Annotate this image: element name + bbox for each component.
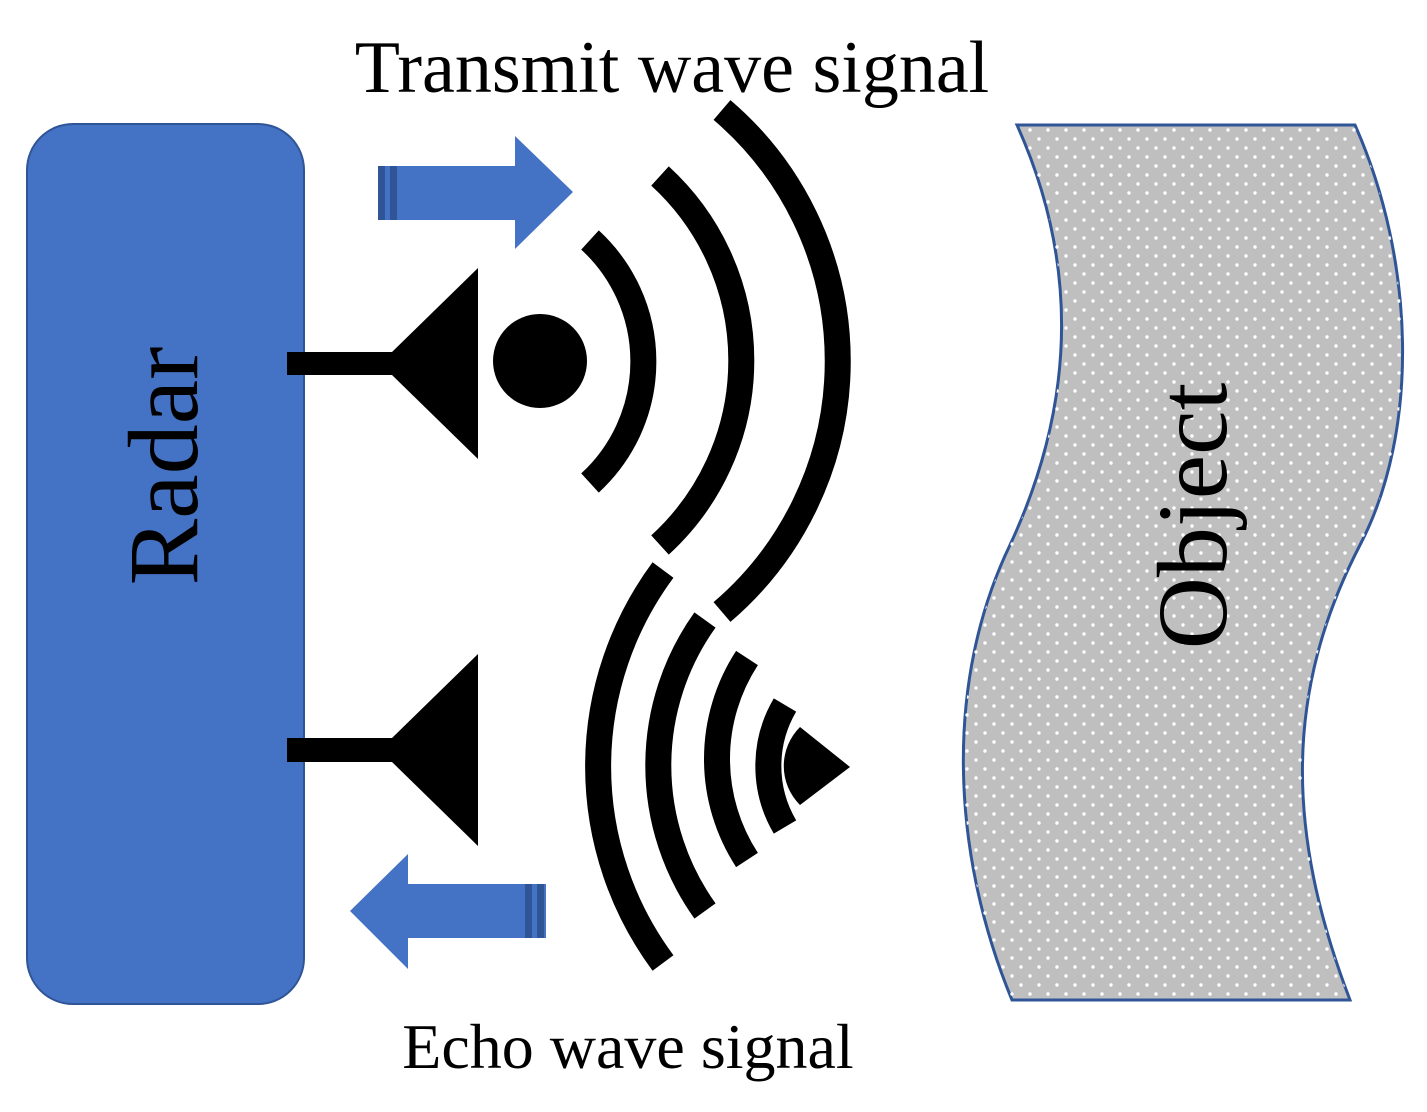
echo-wave-arc-3	[645, 612, 716, 919]
transmit-wave-label: Transmit wave signal	[355, 27, 989, 109]
echo-wave-arc-1	[755, 698, 797, 834]
receive-antenna-icon	[287, 654, 478, 846]
object-shape: Object	[961, 123, 1404, 1002]
object-label: Object	[1137, 383, 1248, 650]
transmit-wave-arc-1	[581, 230, 657, 493]
right-arrow-icon	[378, 136, 573, 249]
transmit-wave-arc-3	[713, 100, 851, 622]
transmit-waves	[493, 100, 851, 622]
echo-wave-arc-2	[704, 650, 758, 868]
left-arrow-icon	[350, 854, 546, 969]
radar-box: Radar	[26, 123, 305, 1005]
echo-waves	[585, 562, 850, 971]
echo-wave-arc-4	[585, 562, 674, 971]
transmit-wave-arc-2	[651, 166, 755, 555]
echo-wave-label: Echo wave signal	[402, 1011, 853, 1082]
radar-label: Radar	[108, 347, 219, 586]
echo-wave-fan	[783, 727, 850, 805]
transmit-antenna-icon	[287, 268, 478, 459]
transmit-source-dot	[493, 314, 587, 408]
